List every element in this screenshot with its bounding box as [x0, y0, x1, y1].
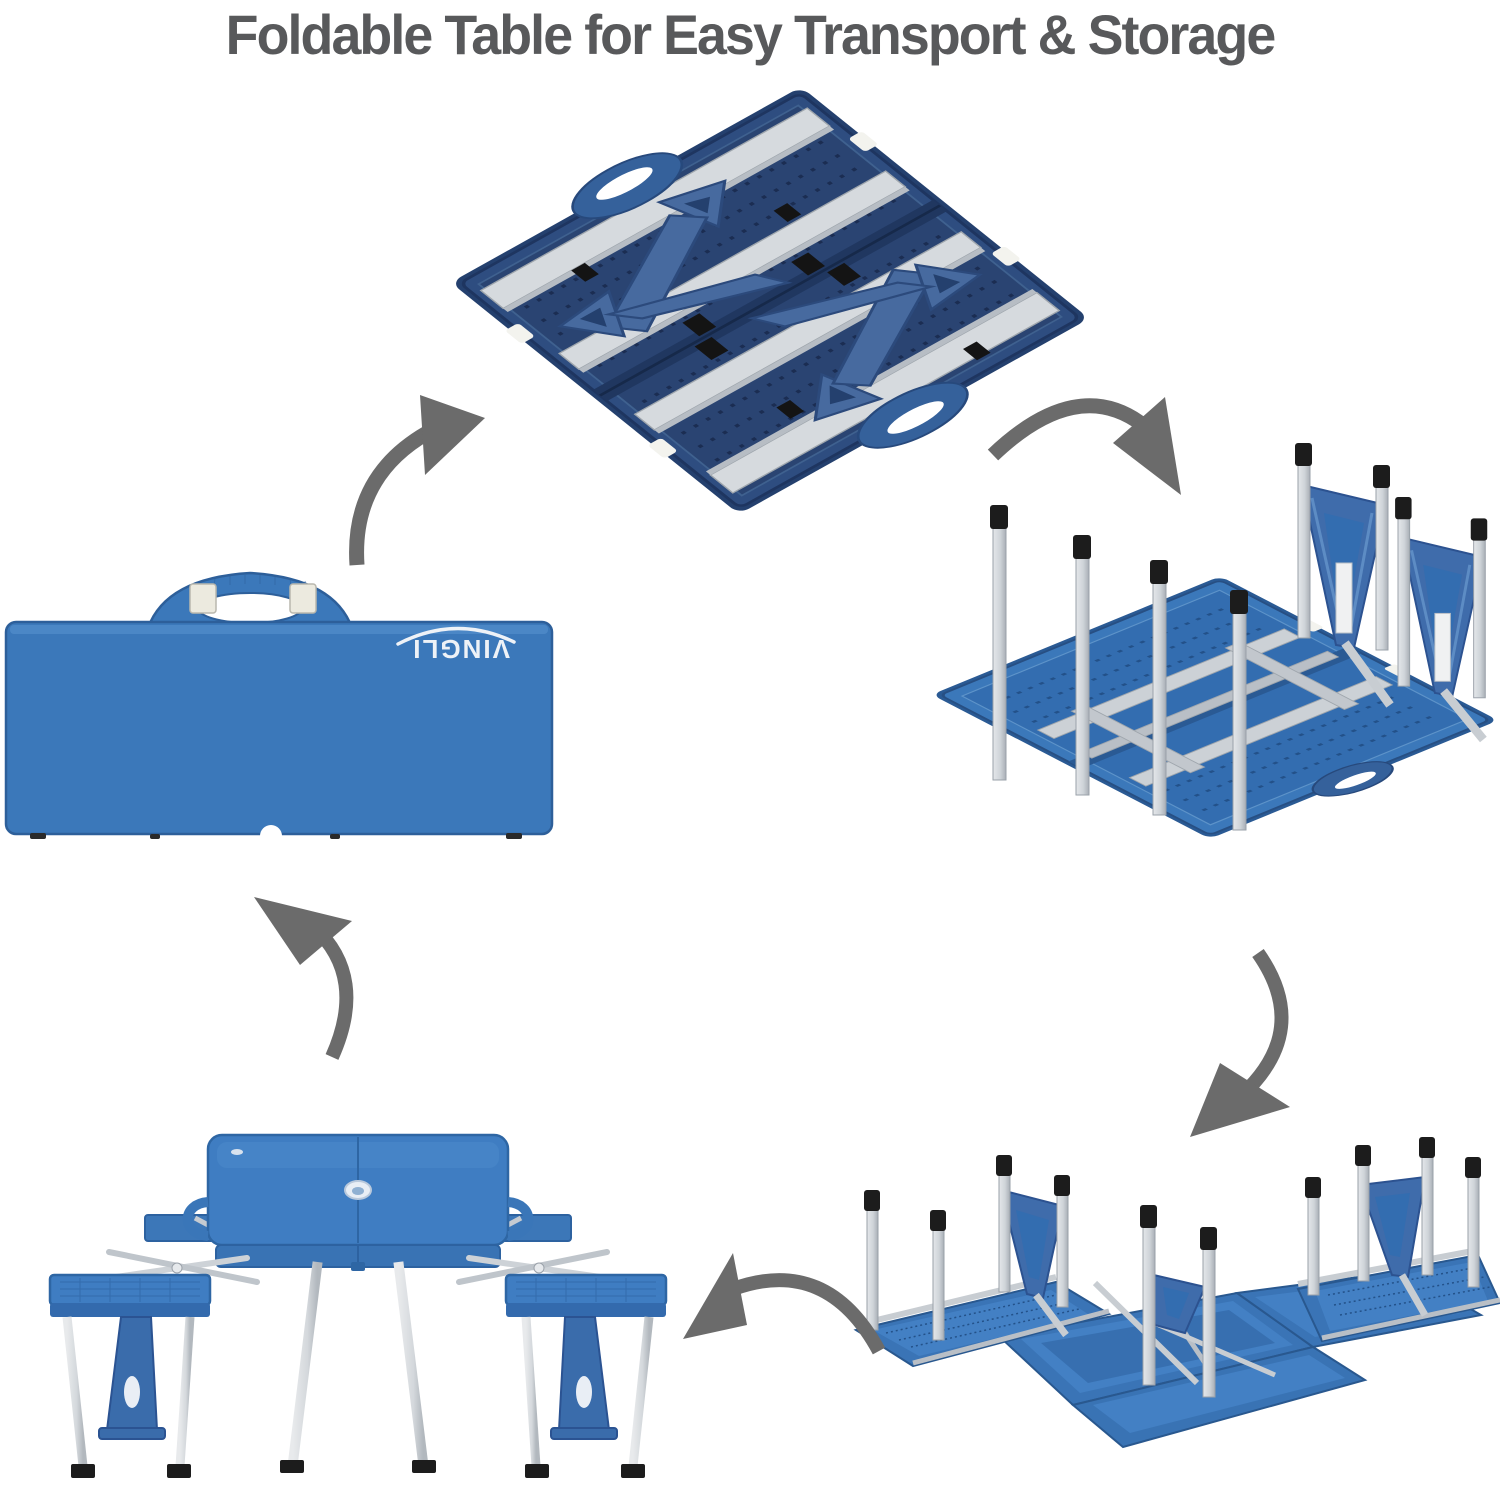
- curved-arrow-up-left-icon: [240, 885, 360, 1063]
- side-handle-right: [507, 1197, 534, 1241]
- curved-arrow-left-icon: [675, 1245, 887, 1363]
- photo-folded-suitcase: VINGLI: [0, 550, 560, 842]
- latch-tabs: [506, 132, 1020, 458]
- case-opened-flat-illustration: [456, 90, 1084, 511]
- curved-arrow-up-right-icon: [335, 385, 490, 570]
- seat-support-arms: [92, 1249, 624, 1285]
- logo-text: VINGLI: [411, 634, 510, 664]
- photo-case-opened-flat: [440, 78, 1140, 523]
- top-bevel-highlight: [10, 625, 548, 634]
- folded-leg-brackets: [557, 179, 983, 422]
- left-a-brace: [105, 1316, 159, 1431]
- tabletop: [182, 1133, 534, 1271]
- folded-suitcase-illustration: VINGLI: [4, 571, 554, 842]
- latch-left: [189, 583, 217, 614]
- bottom-notch: [260, 825, 282, 842]
- legs-up-illustration: [936, 443, 1494, 837]
- base-frame-rails: [1036, 628, 1394, 787]
- photo-assembled-table: [25, 1130, 690, 1488]
- seat-bracket-assembly-2: [1395, 497, 1488, 743]
- benches-extended-illustration: [853, 1137, 1500, 1449]
- assembled-table-illustration: [48, 1133, 668, 1478]
- center-linkage: [1092, 1205, 1276, 1398]
- bracket-holes: [579, 196, 961, 405]
- bench-perforation: [885, 1294, 1080, 1348]
- latch-right: [289, 583, 317, 614]
- curved-arrow-down-right-icon: [985, 383, 1185, 501]
- right-a-brace: [557, 1316, 611, 1431]
- curved-arrow-down-left-icon: [1180, 945, 1315, 1143]
- left-seat-legs: [62, 1316, 195, 1478]
- left-bench-assembly: [853, 1155, 1112, 1368]
- tabletop-logo-mark: [231, 1149, 243, 1155]
- black-clips: [571, 203, 991, 419]
- page-title: Foldable Table for Easy Transport & Stor…: [225, 3, 1277, 66]
- raised-table-legs: [990, 505, 1248, 831]
- right-bench-assembly: [1296, 1137, 1500, 1343]
- right-seat-legs: [521, 1316, 654, 1478]
- brand-logo: VINGLI: [396, 626, 516, 664]
- feet-nubs: [30, 833, 522, 839]
- center-clasp: [351, 1262, 365, 1271]
- table-legs: [280, 1261, 436, 1473]
- handle-halves: [571, 152, 969, 449]
- near-seats: [48, 1273, 668, 1317]
- photo-table-upside-down-legs-up: [930, 365, 1500, 845]
- seat-bracket-assembly-1: [1295, 443, 1394, 708]
- side-handle-left: [182, 1197, 209, 1241]
- logo-swoosh: [396, 626, 516, 646]
- photo-benches-extended: [845, 1075, 1500, 1490]
